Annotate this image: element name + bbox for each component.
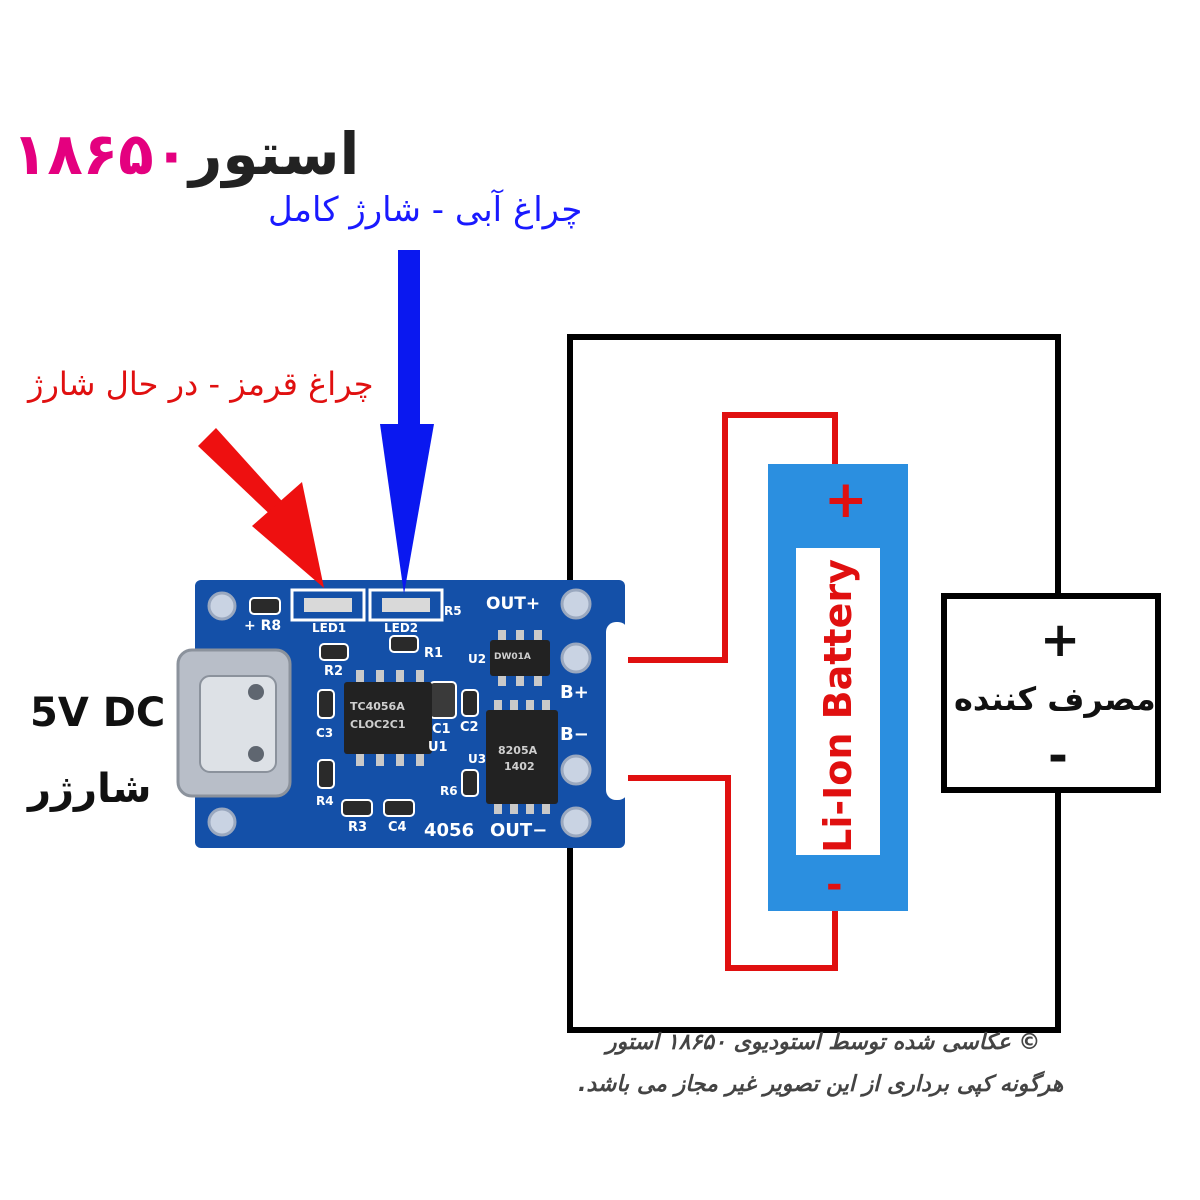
pcb-pad-b-plus <box>560 642 592 674</box>
blue-led-label: چراغ آبی - شارژ کامل <box>268 190 583 230</box>
battery-minus-sign: - <box>826 862 843 908</box>
pcb-hole-tl <box>207 591 237 621</box>
chip-u3-pins <box>494 700 550 814</box>
pcb-notch <box>606 622 628 800</box>
smd-r3 <box>341 799 373 817</box>
load-minus-sign: - <box>1048 728 1068 784</box>
pcb-label-u3: U3 <box>468 752 487 766</box>
chip-u3 <box>486 710 558 804</box>
pcb-label-out-plus: OUT+ <box>486 594 541 614</box>
pcb-label-led1: LED1 <box>312 621 347 635</box>
battery-plus-sign: + <box>824 470 868 530</box>
pcb-label-r8: + R8 <box>244 618 282 634</box>
pcb-hole-bl <box>207 807 237 837</box>
chip-u3-code: 1402 <box>504 760 535 773</box>
chip-u2-marking: DW01A <box>494 652 531 662</box>
pcb-label-c2: C2 <box>460 720 479 735</box>
chip-u1 <box>344 682 432 754</box>
wire-load-top <box>567 334 1061 600</box>
pcb-label-r5: R5 <box>444 604 462 618</box>
input-voltage-label: 5V DC <box>30 690 166 736</box>
pcb-label-r1: R1 <box>424 646 444 661</box>
smd-c1 <box>429 681 457 719</box>
smd-r1 <box>389 635 419 653</box>
pcb-label-b-plus: B+ <box>560 682 589 703</box>
copyright-line-1: © عکاسی شده توسط استودیوی ۱۸۶۵۰ استور <box>606 1030 1041 1055</box>
usb-c-hole-bottom <box>248 746 264 762</box>
pcb-label-led2: LED2 <box>384 621 419 635</box>
led1-body <box>304 598 352 612</box>
usb-c-opening <box>199 675 277 773</box>
pcb-label-c1: C1 <box>432 722 451 737</box>
pcb-label-r2: R2 <box>324 664 344 679</box>
pcb-pad-b-minus <box>560 754 592 786</box>
battery-label-panel <box>796 548 880 855</box>
pcb-pad-out-plus <box>560 588 592 620</box>
led2-frame <box>368 588 444 622</box>
smd-r6 <box>461 769 479 797</box>
smd-c4 <box>383 799 415 817</box>
usb-c-hole-top <box>248 684 264 700</box>
smd-r2 <box>319 643 349 661</box>
chip-u1-marking: TC4056A <box>350 700 405 713</box>
smd-c2 <box>461 689 479 717</box>
smd-r4 <box>317 759 335 789</box>
chip-u1-code: CLOC2C1 <box>350 718 406 731</box>
wire-load-bottom <box>567 790 1061 1033</box>
chip-u2 <box>490 640 550 676</box>
led1-frame <box>290 588 366 622</box>
pcb-label-c4: C4 <box>388 820 407 835</box>
charger-label: شارژر <box>28 766 152 812</box>
pcb-label-c3: C3 <box>316 726 334 740</box>
red-arrow <box>198 428 324 588</box>
pcb-label-u2: U2 <box>468 652 487 666</box>
wire-battery-minus <box>585 775 838 971</box>
pcb-label-out-minus: OUT− <box>490 820 548 841</box>
smd-c3 <box>317 689 335 719</box>
battery-label: Li-Ion Battery <box>816 559 860 853</box>
logo-text-pink: ۱۸۶۵۰ <box>12 120 190 188</box>
pcb-label-u1: U1 <box>428 740 448 755</box>
load-box <box>941 593 1161 793</box>
pcb-label-r6: R6 <box>440 784 458 798</box>
copyright-line-2: هرگونه کپی برداری از این تصویر غیر مجاز … <box>578 1072 1064 1097</box>
pcb-label-r3: R3 <box>348 820 368 835</box>
logo-text-dark: استور <box>189 120 360 188</box>
pcb-label-r4: R4 <box>316 794 334 808</box>
brand-logo: استور۱۸۶۵۰ <box>12 120 359 188</box>
pcb-pad-out-minus <box>560 806 592 838</box>
red-led-label: چراغ قرمز - در حال شارژ <box>28 365 374 403</box>
load-name: مصرف کننده <box>954 680 1156 718</box>
led2-body <box>382 598 430 612</box>
chip-u2-pins <box>498 630 542 686</box>
chip-u3-marking: 8205A <box>498 744 538 757</box>
pcb-label-model: 4056 <box>424 820 475 841</box>
load-plus-sign: + <box>1040 612 1081 668</box>
pcb-label-b-minus: B− <box>560 724 589 745</box>
chip-u1-pins <box>356 670 424 766</box>
blue-arrow <box>380 250 434 594</box>
wire-battery-plus <box>585 412 838 663</box>
smd-r8 <box>249 597 281 615</box>
